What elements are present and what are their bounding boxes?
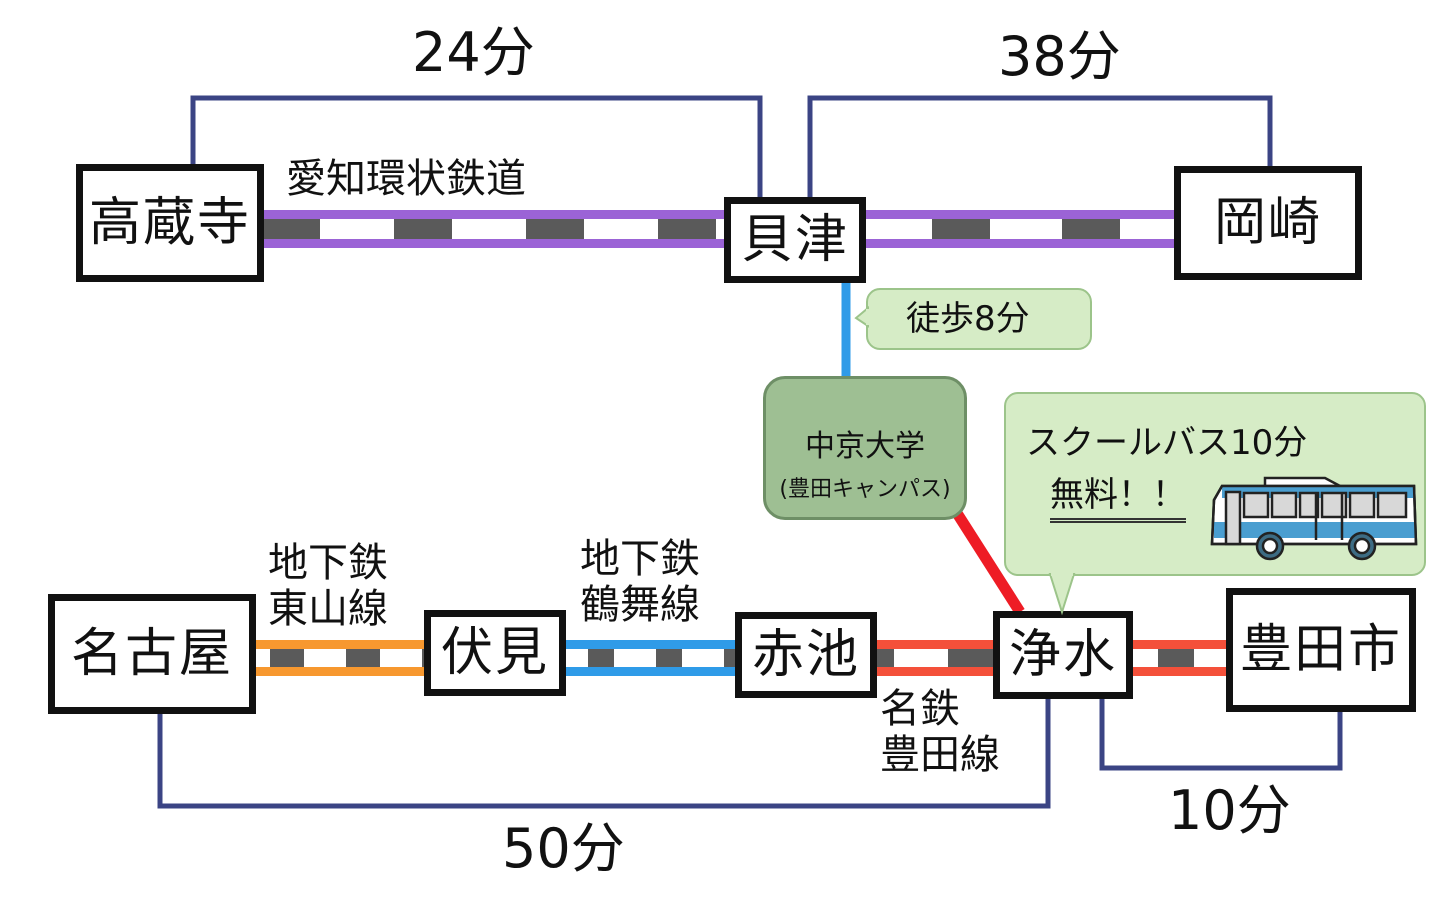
line-label-higashiyama-1: 地下鉄 [268, 540, 388, 586]
school-bus-free-label: 無料！！ [1050, 478, 1186, 523]
station-toyotashi: 豊田市 [1226, 588, 1416, 712]
station-akaike-label: 赤池 [751, 625, 860, 685]
track-dash [526, 219, 584, 239]
station-josui: 浄水 [993, 611, 1133, 699]
line-aikan-east [862, 210, 1178, 248]
station-kaizu: 貝津 [724, 197, 866, 283]
time-kaizu-okazaki: 38分 [998, 25, 1121, 88]
station-toyotashi-label: 豊田市 [1239, 620, 1402, 680]
station-okazaki-label: 岡崎 [1213, 193, 1322, 253]
track-dash [346, 649, 380, 667]
bracket-takakuraji-kaizu [190, 95, 763, 200]
walk-time-label: 徒歩8分 [906, 299, 1030, 339]
station-takakuraji: 高蔵寺 [76, 164, 264, 282]
station-okazaki: 岡崎 [1174, 166, 1362, 280]
track-dash [950, 649, 994, 667]
track-dash [1062, 219, 1120, 239]
time-takakuraji-kaizu: 24分 [412, 21, 535, 84]
time-josui-toyotashi: 10分 [1168, 779, 1291, 842]
line-label-meitetsu-2: 豊田線 [880, 732, 1000, 778]
bracket-nagoya-josui [157, 698, 1051, 809]
line-label-tsurumai: 地下鉄 鶴舞線 [580, 536, 700, 628]
track-dash [658, 219, 716, 239]
track-dash [394, 219, 452, 239]
station-josui-label: 浄水 [1008, 625, 1117, 685]
school-bus-title: スクールバス10分 [1026, 423, 1308, 463]
station-takakuraji-label: 高蔵寺 [88, 193, 251, 253]
line-label-higashiyama: 地下鉄 東山線 [268, 540, 388, 632]
track-dash [1158, 649, 1194, 667]
station-kaizu-label: 貝津 [740, 210, 849, 270]
track-dash [270, 649, 304, 667]
time-nagoya-josui: 50分 [502, 817, 625, 880]
line-label-meitetsu: 名鉄 豊田線 [880, 686, 1000, 778]
track-dash [724, 649, 738, 667]
track-dash [262, 219, 320, 239]
bracket-josui-toyotashi [1099, 698, 1343, 771]
line-label-aikan: 愛知環状鉄道 [286, 156, 526, 202]
campus-box: 中京大学 (豊田キャンパス) [763, 376, 967, 520]
bracket-kaizu-okazaki [807, 95, 1273, 200]
line-label-tsurumai-2: 鶴舞線 [580, 582, 700, 628]
line-aikan-west [260, 210, 730, 248]
track-dash [876, 649, 894, 667]
line-label-tsurumai-1: 地下鉄 [580, 536, 700, 582]
track-dash [588, 649, 614, 667]
campus-subname: (豊田キャンパス) [779, 477, 951, 502]
line-label-higashiyama-2: 東山線 [268, 586, 388, 632]
station-akaike: 赤池 [735, 612, 877, 698]
station-fushimi-label: 伏見 [440, 623, 549, 683]
walk-bubble [866, 288, 1092, 350]
line-label-meitetsu-1: 名鉄 [880, 686, 960, 732]
track-dash [932, 219, 990, 239]
bus-path [950, 507, 1025, 615]
station-nagoya: 名古屋 [48, 594, 256, 714]
track-dash [656, 649, 682, 667]
station-nagoya-label: 名古屋 [70, 624, 233, 684]
station-fushimi: 伏見 [424, 610, 566, 696]
campus-name: 中京大学 [805, 429, 925, 464]
